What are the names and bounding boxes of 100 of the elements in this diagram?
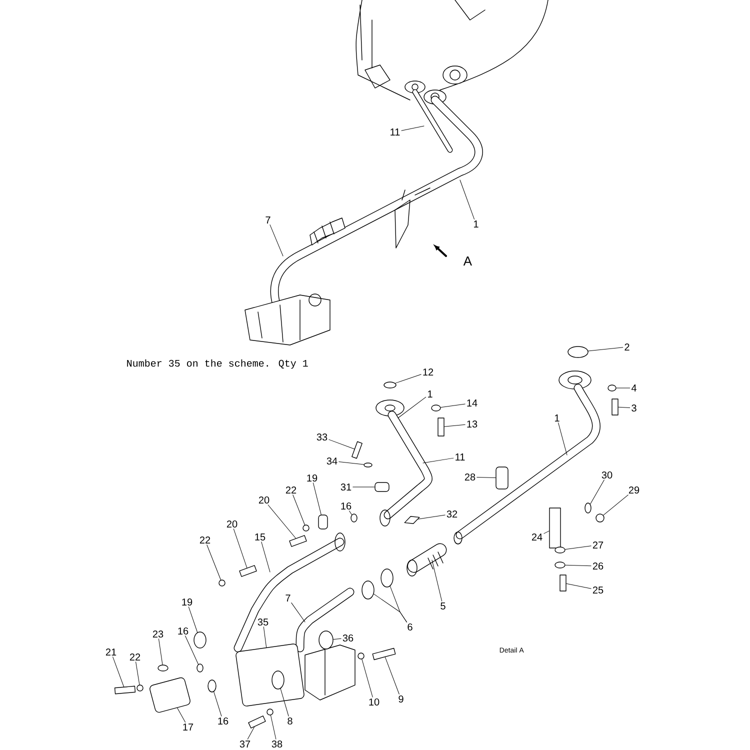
ring [194, 632, 206, 648]
callout-number: 16 [341, 502, 352, 510]
ring [266, 708, 274, 716]
leader-line [233, 528, 248, 568]
callout-number: 32 [446, 510, 458, 518]
leader-line [188, 606, 198, 633]
pump-body [236, 644, 304, 706]
ring [218, 580, 226, 586]
bolt [560, 574, 566, 592]
leader-line [263, 626, 267, 648]
ring [358, 652, 364, 660]
ring [364, 462, 372, 468]
ring [380, 568, 394, 588]
leader-line [440, 404, 466, 408]
leader-line [292, 494, 306, 526]
leader-line [158, 638, 163, 665]
elbow-fitting [150, 677, 190, 713]
bolt [239, 565, 257, 577]
ring [350, 514, 358, 522]
leader-line [395, 374, 422, 384]
callout-number: 9 [398, 695, 404, 703]
leader-line [206, 544, 222, 580]
leader-line [185, 636, 199, 665]
ring [568, 346, 588, 358]
leader-line [214, 692, 222, 716]
callout-number: 20 [226, 520, 238, 528]
ring [272, 670, 284, 690]
callout-number: 7 [286, 594, 290, 602]
ring [554, 546, 566, 554]
leader-line [280, 688, 289, 716]
leader-line [136, 662, 140, 685]
callout-number: 22 [200, 536, 210, 544]
leader-line [460, 180, 475, 220]
ring [596, 514, 604, 522]
ring [208, 680, 216, 692]
callout-number: 33 [316, 433, 328, 441]
callout-number: 6 [408, 623, 412, 631]
callout-number: 11 [390, 128, 400, 136]
callout-number: 28 [464, 473, 476, 481]
ring [318, 630, 334, 650]
leader-line [476, 476, 496, 478]
ring [136, 684, 144, 692]
leader-line [588, 347, 624, 352]
leader-line [432, 560, 442, 602]
callout-number: 1 [428, 390, 432, 398]
ring [362, 580, 374, 600]
callout-number: 19 [182, 598, 192, 606]
leader-line [270, 224, 284, 256]
callout-number: 10 [369, 698, 380, 706]
callout-number: 4 [631, 384, 636, 392]
leader-line [112, 656, 124, 687]
callout-number: 22 [130, 654, 140, 660]
leader-line [558, 422, 568, 456]
clamp [374, 482, 390, 492]
callout-number: 3 [632, 404, 636, 412]
callout-number: 29 [628, 486, 640, 494]
callout-number: 35 [258, 618, 268, 626]
leader-line [268, 504, 296, 539]
ring [302, 524, 310, 532]
bolt [372, 648, 396, 660]
callout-number: 12 [423, 368, 434, 376]
leader-line [401, 126, 424, 131]
ring [608, 384, 616, 392]
callout-number: 1 [474, 220, 478, 228]
ring [158, 664, 168, 672]
ring [584, 502, 592, 514]
bolt [289, 535, 307, 547]
leader-line [352, 486, 375, 488]
callout-number: 19 [307, 474, 318, 482]
callout-number: 1 [555, 414, 560, 422]
leader-line [328, 439, 355, 450]
view-label: A [463, 256, 472, 266]
leader-line [418, 514, 446, 520]
callout-number: 17 [183, 724, 194, 730]
callout-number: 7 [266, 216, 270, 224]
callout-number: 26 [592, 562, 604, 570]
callout-number: 16 [178, 627, 188, 635]
leader-line [566, 583, 592, 589]
leader-line [261, 542, 270, 572]
leader-line [390, 586, 407, 622]
callout-number: 23 [152, 630, 164, 638]
callout-number: 24 [532, 534, 542, 540]
clamp [496, 466, 508, 490]
callout-number: 8 [288, 717, 292, 725]
plate [404, 516, 420, 524]
callout-number: 36 [342, 634, 354, 642]
ring [554, 562, 566, 568]
clamp [318, 514, 328, 530]
bolt [612, 398, 618, 416]
leader-line [565, 546, 592, 550]
leader-line [338, 462, 364, 465]
leader-line [333, 638, 342, 640]
callout-number: 38 [272, 740, 282, 748]
leader-line [270, 715, 276, 740]
callout-number: 15 [255, 534, 266, 540]
leader-line [398, 396, 426, 418]
callout-number: 13 [467, 420, 478, 428]
callout-number: 2 [624, 344, 630, 350]
callout-number: 14 [467, 400, 478, 406]
callout-number: 30 [602, 471, 612, 479]
